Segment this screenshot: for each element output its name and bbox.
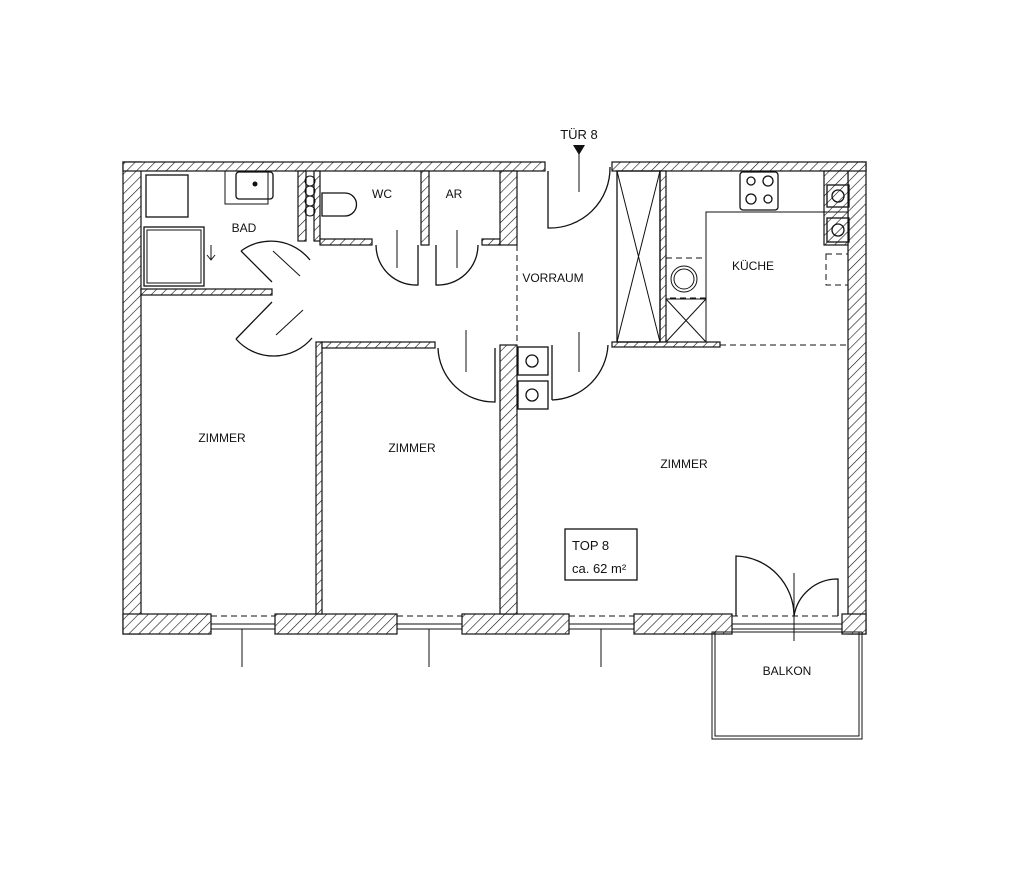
windows (210, 623, 843, 667)
room-label-kueche: KÜCHE (732, 259, 774, 273)
sink-icon (224, 170, 269, 205)
unit-info-box: TOP 8 ca. 62 m² (564, 528, 638, 581)
heater-icon (825, 253, 849, 286)
unit-label: TOP 8 (572, 538, 609, 553)
exterior-walls (122, 161, 867, 635)
wardrobe-icon (616, 170, 661, 343)
shower-icon (143, 226, 205, 287)
kitchen-sink-icon (670, 265, 698, 293)
doors (235, 150, 839, 641)
area-label: ca. 62 m² (572, 561, 627, 576)
toilet-icon (321, 192, 358, 217)
pipe-shaft-icon (304, 175, 316, 217)
meter-icon (826, 184, 850, 208)
interior-walls (140, 170, 849, 615)
shafts (517, 346, 549, 410)
stove-icon (739, 171, 779, 211)
room-label-vorraum: VORRAUM (522, 271, 583, 285)
room-label-zimmer-1: ZIMMER (198, 431, 246, 445)
washing-machine-icon (145, 174, 189, 218)
room-label-zimmer-3: ZIMMER (660, 457, 708, 471)
bathroom-fixtures (143, 170, 358, 287)
entrance-arrow-icon (573, 145, 585, 155)
room-label-balkon: BALKON (763, 664, 812, 678)
room-label-zimmer-2: ZIMMER (388, 441, 436, 455)
room-label-bad: BAD (232, 221, 257, 235)
balcony (711, 631, 863, 740)
kitchen-fixtures (616, 170, 850, 343)
entrance-label: TÜR 8 (560, 127, 598, 142)
room-label-wc: WC (372, 187, 392, 201)
room-label-ar: AR (446, 187, 463, 201)
